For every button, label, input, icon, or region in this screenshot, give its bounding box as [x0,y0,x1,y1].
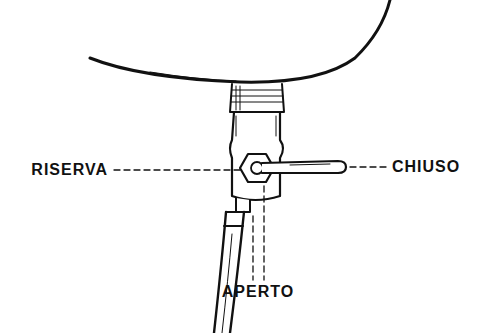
leader-line [263,186,264,280]
part-label: APERTO [222,284,294,300]
lever-pivot [251,162,263,174]
leader-line [252,216,253,280]
part-label: CHIUSO [392,159,460,175]
tank-neck [230,84,284,112]
part-label: RISERVA [31,162,108,178]
tap-body [230,112,283,200]
tank-shade [150,72,236,81]
hose-clamp [224,212,244,226]
neck-threads [231,86,283,110]
fuel-hose [214,212,244,333]
tap-outlet [236,198,250,212]
tap-lever [262,161,346,173]
tank-outline [90,0,390,82]
leader-line [350,166,386,167]
lever-shade [290,164,330,165]
tap-shade [236,116,276,136]
leader-line [114,169,244,170]
leader-lines [114,167,386,280]
